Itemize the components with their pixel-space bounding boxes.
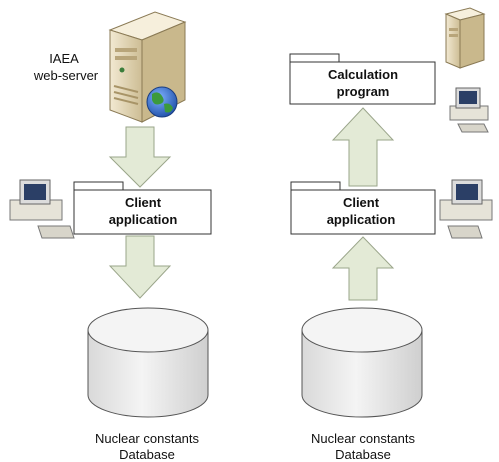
right-client-label-line1: Client [343,195,380,210]
left-db-label-line1: Nuclear constants [95,431,200,446]
server-label-line2: web-server [33,68,99,83]
right-database-cylinder [301,307,423,418]
left-db-label-line2: Database [119,447,175,462]
arrow-db-to-client [331,236,395,301]
calculation-program-box [289,53,436,105]
right-client-application-box [290,181,436,235]
server-label-line1: IAEA [49,51,79,66]
right-db-label-line1: Nuclear constants [311,431,416,446]
right-client-label-line2: application [327,212,396,227]
small-server-icon [444,7,486,69]
left-client-application-box [73,181,212,235]
computer-icon [9,179,75,239]
right-db-label-line2: Database [335,447,391,462]
computer-icon [439,179,493,239]
arrow-client-to-calc [331,107,395,187]
left-client-label-line1: Client [125,195,162,210]
arrow-client-to-db [108,235,172,299]
calc-program-label-line2: program [337,84,390,99]
arrow-server-to-client [108,126,172,188]
globe-icon [146,86,178,118]
left-database-cylinder [87,307,209,418]
calc-program-label-line1: Calculation [328,67,398,82]
left-client-label-line2: application [109,212,178,227]
computer-icon [449,87,489,133]
